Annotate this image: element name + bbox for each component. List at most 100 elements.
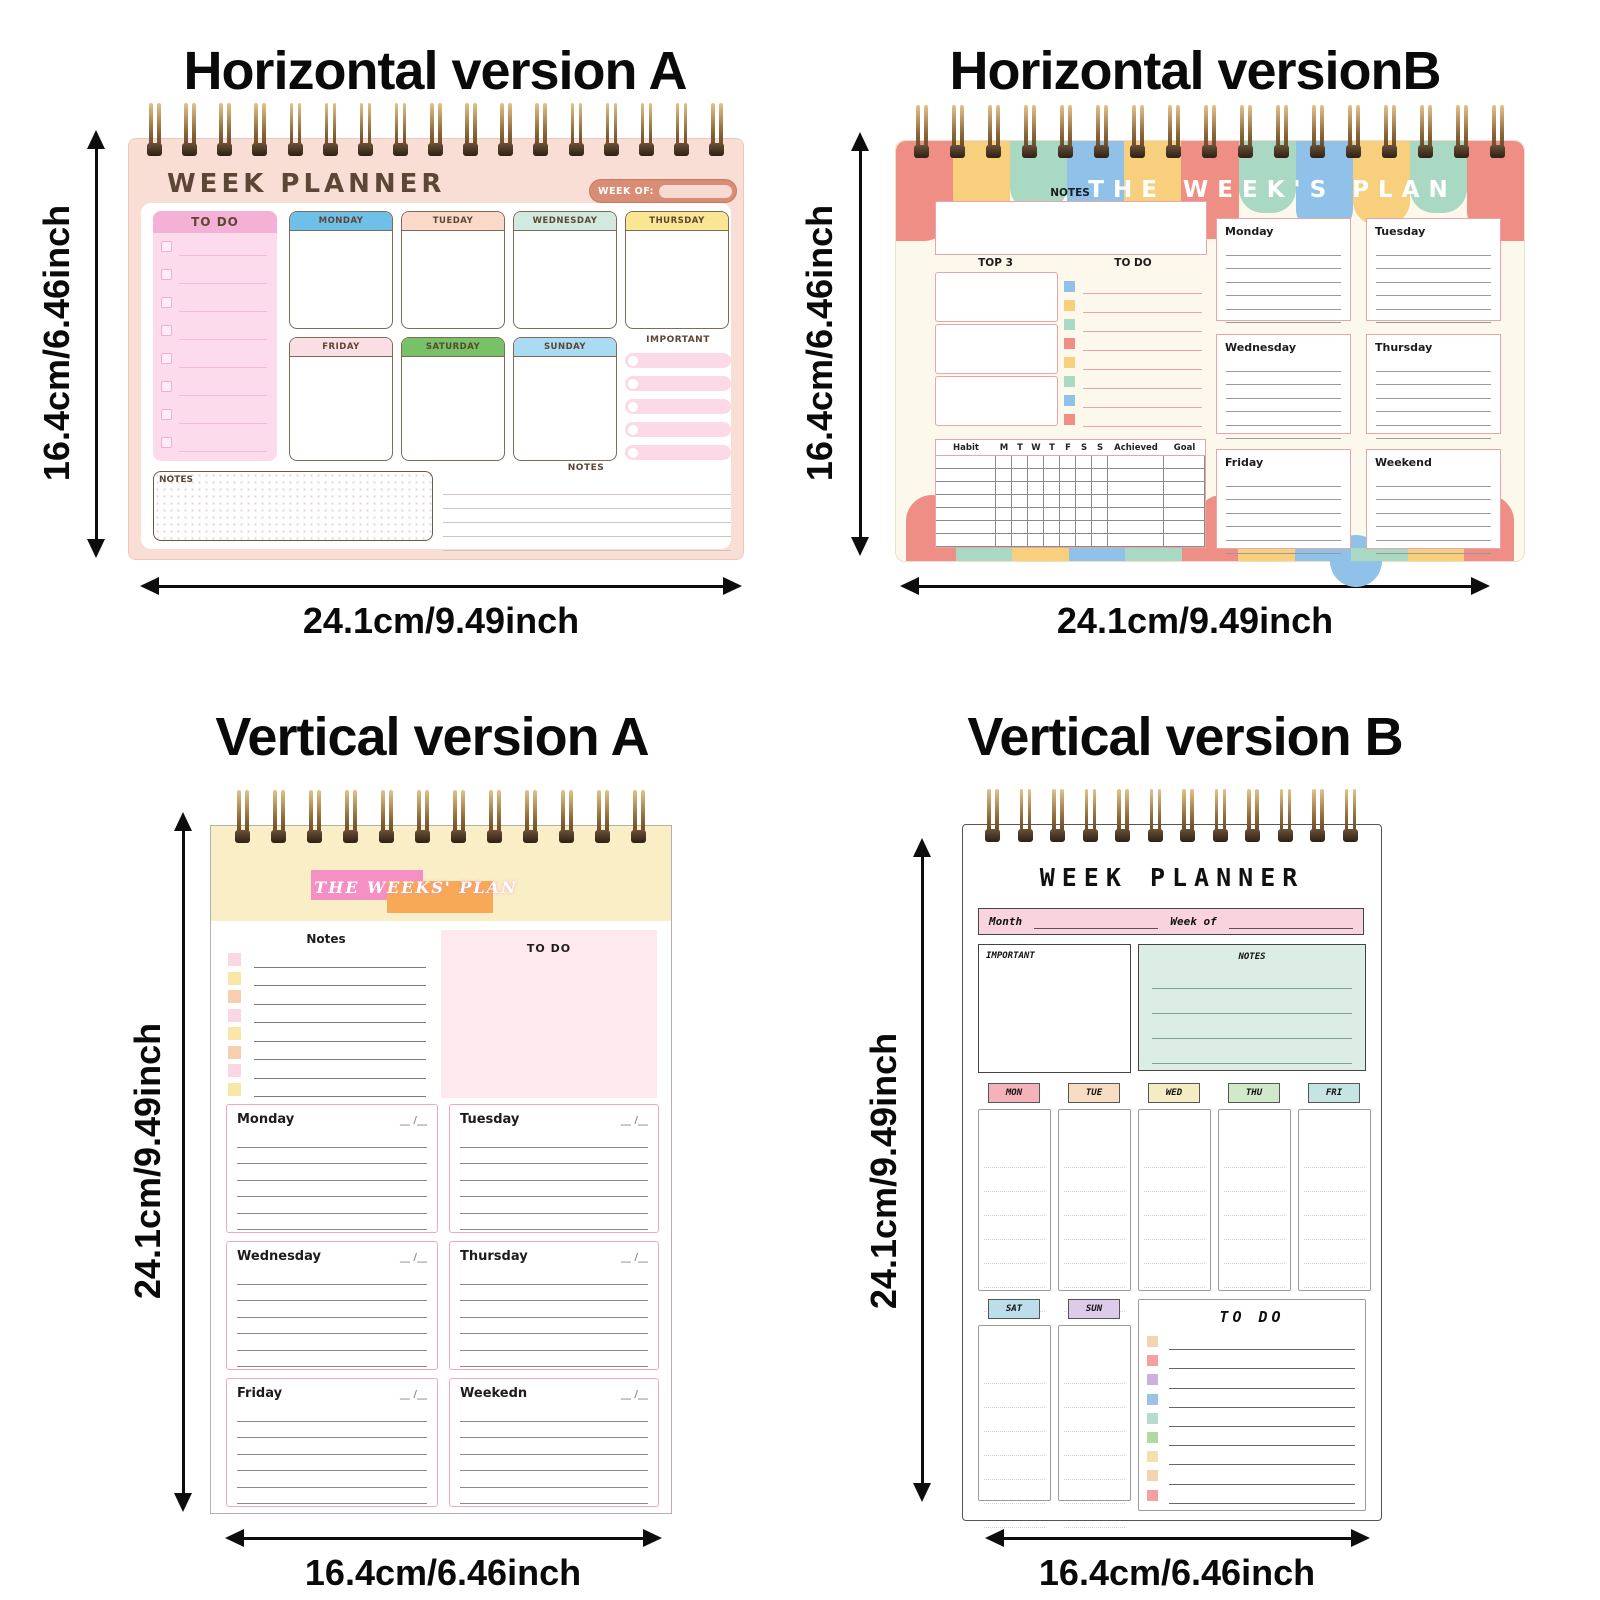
planner-grid-panel: TO DO MONDAY TUEDAY WEDNESDAY THURSDAY F… [141,203,731,551]
todo-row [1147,1449,1355,1468]
habit-col-header: W [1028,440,1044,456]
ruled-line [1376,500,1491,514]
height-arrow [851,132,869,556]
ruled-line [237,1351,427,1367]
ruled-line [1304,1144,1365,1168]
planner-vertical-a: THE WEEKS' PLAN Notes TO DO Monday__ /__… [210,790,672,1514]
ruled-line [443,495,731,509]
ruled-line [1144,1216,1205,1240]
ruled-line [1169,1425,1355,1427]
spiral-coil [1310,105,1326,161]
date-slot: __ /__ [399,1389,427,1400]
ruled-line [1144,1240,1205,1264]
habit-cell [1076,521,1092,534]
width-arrow [985,1529,1370,1547]
ruled-line [443,523,731,537]
planner-heading: THE WEEK'S PLAN [1088,177,1457,203]
day-column-thu [1218,1109,1291,1312]
color-segment [956,548,1013,561]
day-card-header: SATURDAY [402,338,504,357]
spiral-coil [673,103,690,159]
todo-row [153,289,277,317]
habit-cell [996,456,1012,469]
width-dimension-label: 24.1cm/9.49inch [302,600,580,641]
day-column-mon [978,1109,1051,1312]
ruled-line [237,1438,427,1455]
spiral-coil [147,103,163,159]
habit-cell [996,534,1012,547]
habit-cell [1060,534,1076,547]
ruled-line [1226,527,1341,541]
notes-label: NOTES [567,463,605,473]
day-card-header: MONDAY [290,212,392,231]
ruled-line [237,1471,427,1488]
habit-cell [1092,482,1108,495]
todo-row [1147,1411,1355,1430]
ruled-line [1144,1192,1205,1216]
ruled-line [1226,514,1341,527]
color-bullet [228,1008,241,1022]
ruled-line [460,1268,648,1285]
color-bullet [228,1064,241,1077]
notes-checklist [226,950,426,1098]
color-bullet [228,1082,241,1096]
todo-row [226,1006,426,1025]
todo-column-header: TO DO [153,211,277,233]
ruled-line [1064,1192,1125,1216]
spiral-coil [307,790,323,846]
habit-cell [1164,508,1205,521]
ruled-line [1376,514,1491,527]
checkbox [161,297,172,308]
habit-cell [1028,456,1044,469]
ruled-line [984,1408,1045,1432]
ruled-line [237,1405,427,1422]
habit-cell [1092,469,1108,482]
ruled-line [237,1214,427,1230]
ruled-line [460,1181,648,1197]
ruled-line [1064,1144,1125,1168]
habit-cell [936,508,996,521]
ruled-line [1144,1168,1205,1192]
todo-checklist [1064,277,1202,429]
spiral-coil [1245,789,1261,845]
habit-cell [1044,456,1060,469]
ruled-line [460,1422,648,1438]
spiral-coil [1418,105,1434,161]
dotted-lines [1144,1144,1205,1312]
ruled-line [254,1022,426,1023]
spiral-coil [1115,789,1131,845]
color-bullet [1147,1336,1158,1347]
spiral-coil [1050,789,1066,845]
ruled-line [179,339,267,340]
week-of-blank-line [1228,914,1354,929]
habit-cell [1076,456,1092,469]
top3-box [935,272,1058,322]
month-blank-line [1034,914,1159,929]
ruled-line [1376,487,1491,500]
important-box: IMPORTANT [978,944,1131,1073]
day-card-thursday: Thursday [1366,334,1501,439]
todo-row [226,1024,426,1043]
ruled-line [1169,1464,1355,1466]
ruled-lines [1226,242,1341,337]
habit-cell [936,521,996,534]
ruled-line [1224,1264,1285,1288]
day-card-header: TUEDAY [402,212,504,231]
ruled-line [984,1480,1045,1504]
ruled-line [254,1077,426,1079]
day-card-header: SUNDAY [514,338,616,357]
ruled-lines [460,1405,648,1504]
color-bullet [228,971,241,985]
habit-col-header: M [996,440,1012,456]
section-title-horizontal-b: Horizontal versionB [949,41,1441,101]
habit-cell [936,456,996,469]
ruled-line [1083,369,1202,370]
ruled-line [179,311,267,312]
week-of-label: WEEK OF: [598,185,654,197]
spiral-coil [986,105,1002,161]
ruled-line [254,1003,426,1005]
ruled-line [984,1168,1045,1192]
width-dimension-label: 16.4cm/6.46inch [304,1552,582,1593]
ruled-line [237,1301,427,1318]
spiral-coil [1342,789,1359,845]
